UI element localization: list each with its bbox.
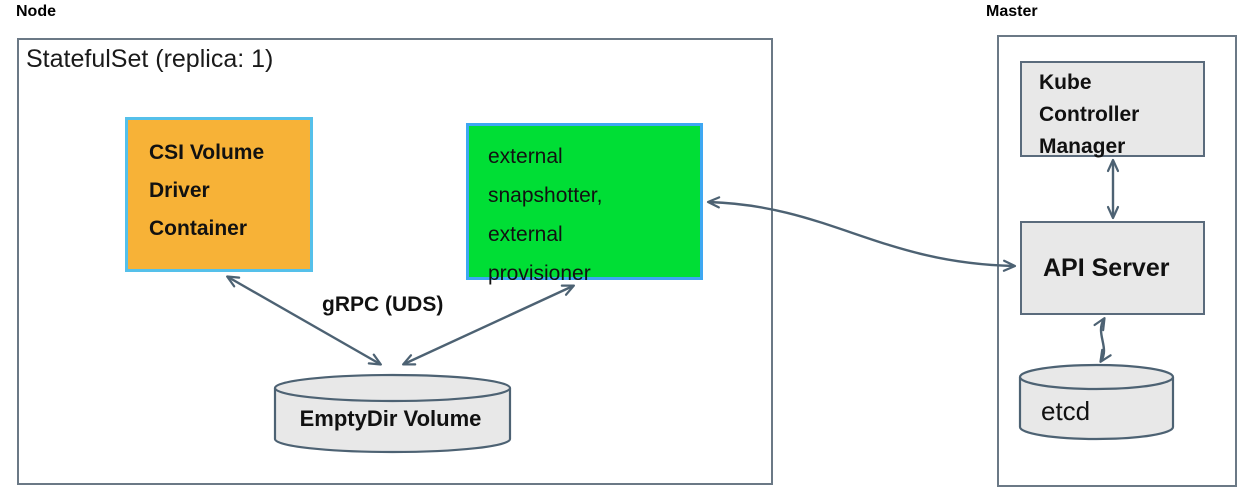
etcd-label: etcd [1041,396,1091,426]
node-label: Node [16,3,56,20]
api-server-box: API Server [1020,221,1205,315]
external-snapshotter-provisioner-box: external snapshotter, external provision… [466,123,703,285]
csi-volume-driver-container-box: CSI Volume Driver Container [125,117,313,272]
kube-controller-manager-box: Kube Controller Manager [1020,61,1205,158]
master-label: Master [986,3,1038,20]
grpc-uds-label: gRPC (UDS) [322,293,444,316]
statefulset-label: StatefulSet (replica: 1) [26,45,274,73]
emptydir-volume-label: EmptyDir Volume [299,406,482,431]
